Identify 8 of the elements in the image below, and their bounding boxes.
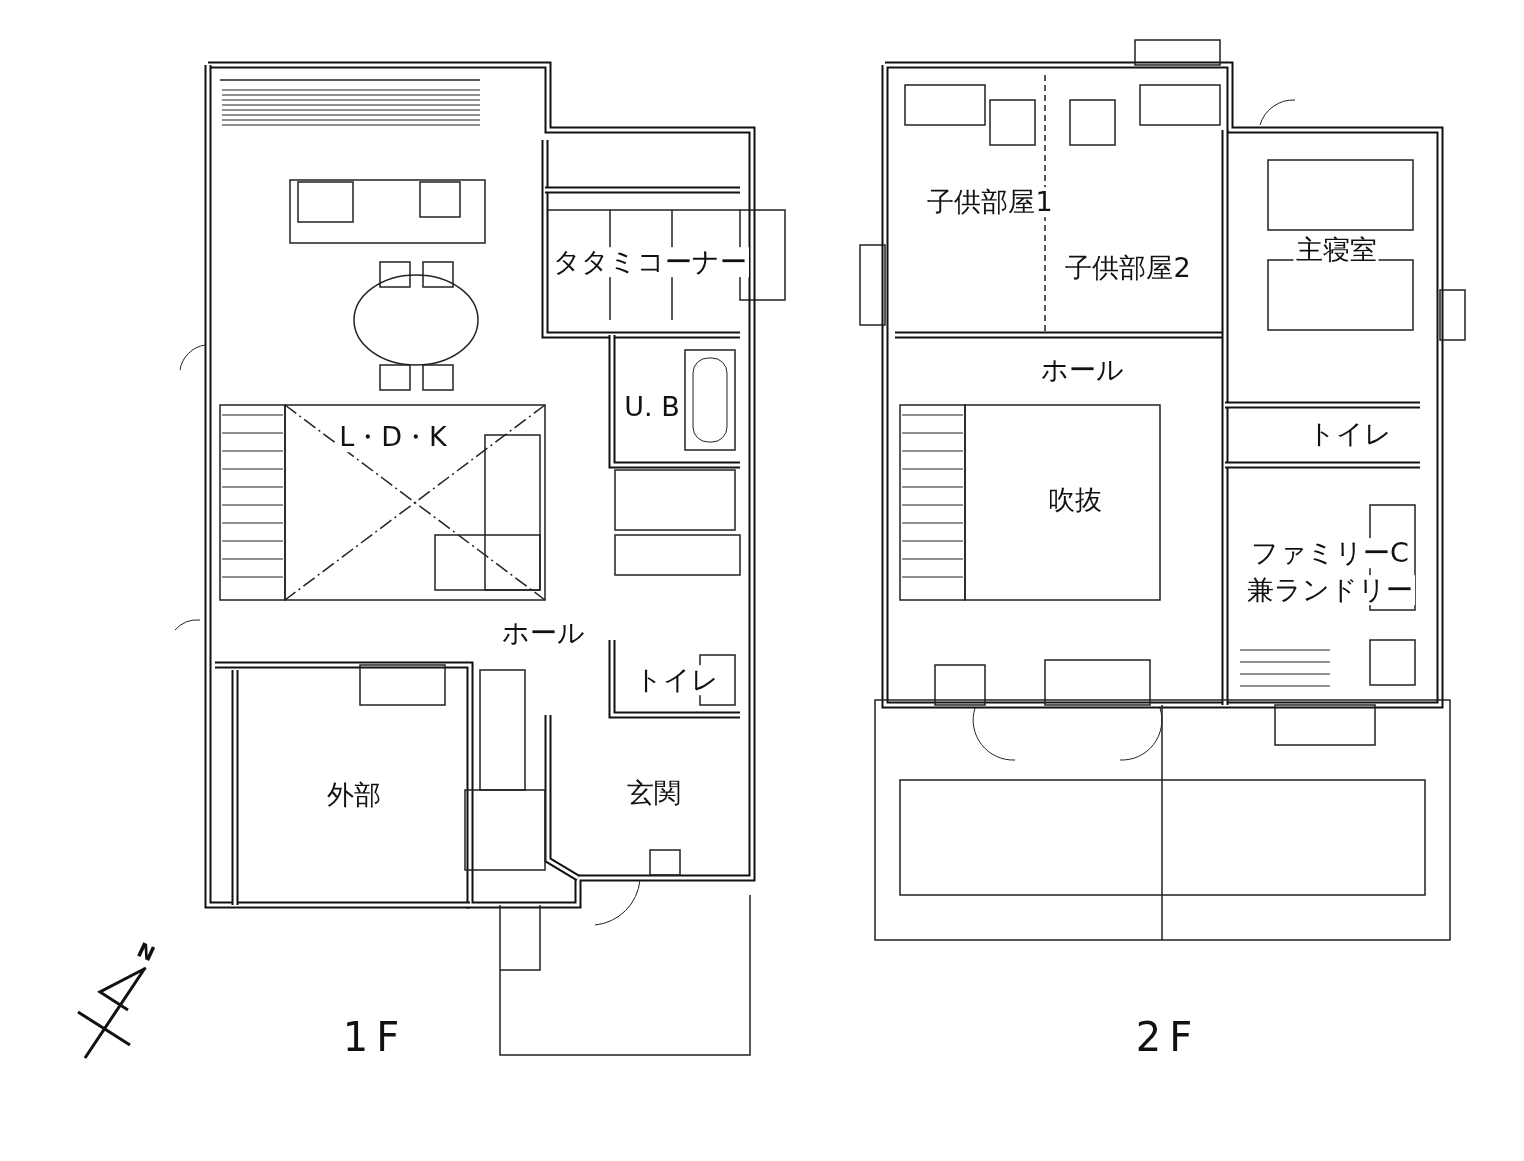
- room-label: 主寝室: [1293, 235, 1379, 265]
- room-label: 兼ランドリー: [1245, 575, 1415, 605]
- north-label: N: [132, 937, 160, 967]
- room-label: 玄関: [625, 778, 683, 808]
- room-label: 吹抜: [1046, 485, 1104, 515]
- floor-label: 1F: [341, 1015, 409, 1059]
- room-label: 外部: [325, 780, 383, 810]
- floor-label: 2F: [1134, 1015, 1202, 1059]
